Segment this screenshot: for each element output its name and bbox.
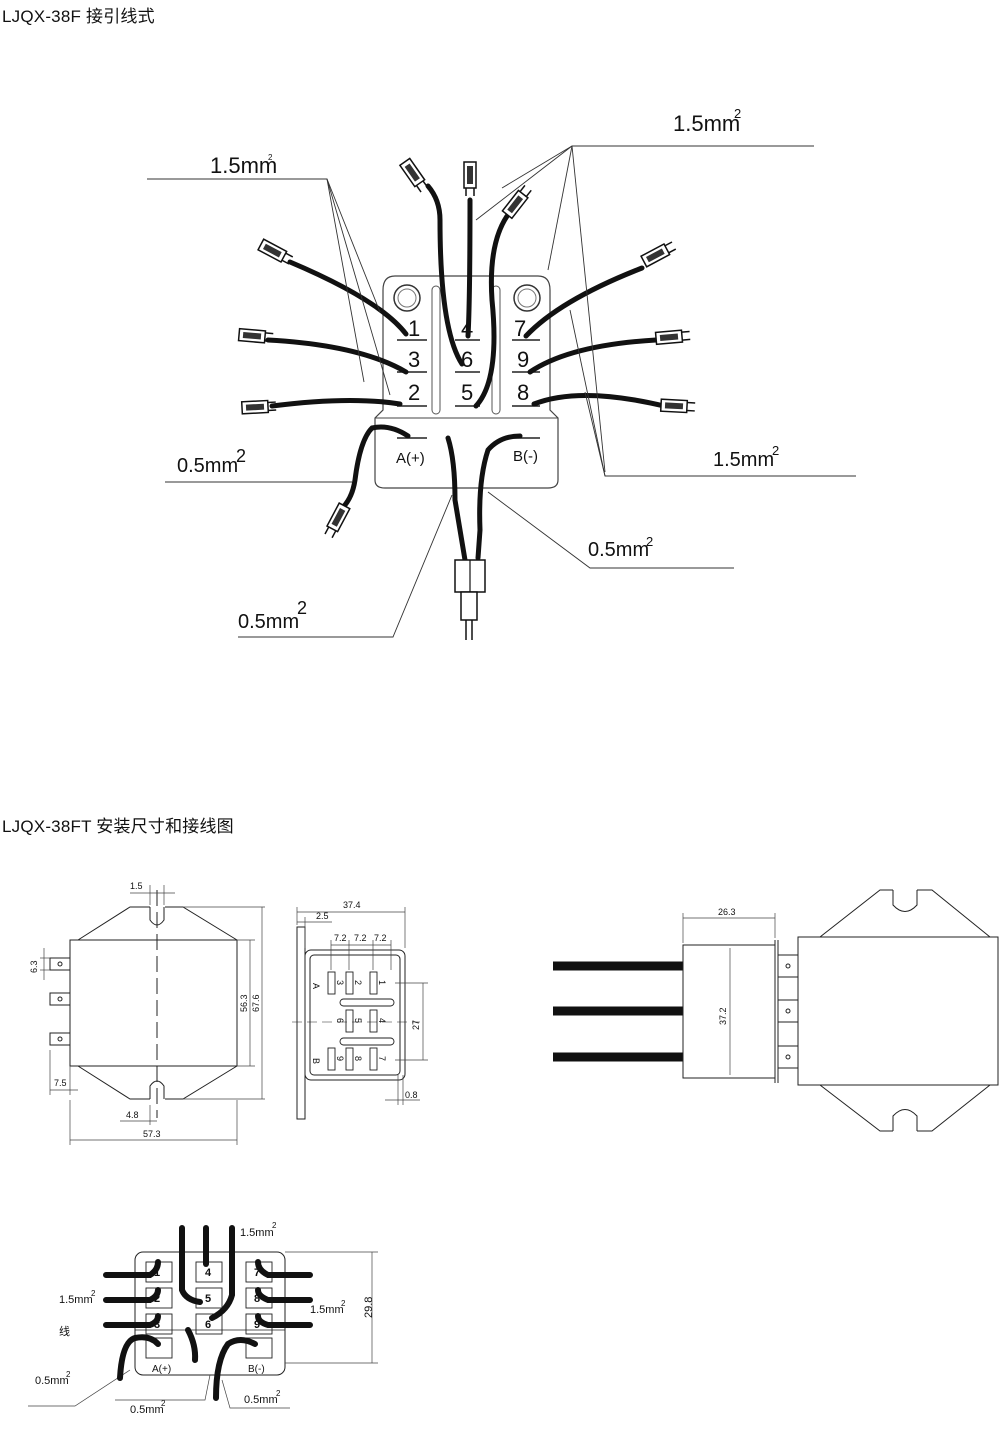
bw-terminal-9: 9: [254, 1319, 260, 1331]
label-bottomleft-0-5-sup: 2: [297, 598, 307, 618]
terminal-b-minus: B(-): [513, 448, 538, 465]
label-right-1-5: 1.5mm: [713, 449, 774, 471]
bw-label-top: 1.5mm: [240, 1227, 274, 1239]
top-wire-labels: 1.5mm 2 1.5mm 2 1.5mm 2 0.5mm 2 0.5mm 2 …: [177, 106, 779, 633]
label-left-1-5-sup: 2: [268, 153, 273, 162]
dim-plate: 2.5: [316, 911, 329, 921]
front-view: [40, 885, 265, 1145]
dim-tab: 0.8: [405, 1090, 418, 1100]
bw-label-right: 1.5mm: [310, 1304, 344, 1316]
bw-terminal-2: 2: [154, 1293, 160, 1305]
side-label-1: 1: [377, 980, 387, 985]
terminal-a-plus: A(+): [396, 450, 425, 467]
label-right-1-5-sup: 2: [772, 443, 779, 458]
bottom-terminal-labels: 1 4 7 2 5 8 3 6 9 A(+) B(-): [152, 1267, 265, 1375]
label-left-0-5-sup: 2: [236, 446, 246, 466]
dim-right-height: 37.2: [718, 1007, 728, 1025]
top-diagram-title: LJQX-38F 接引线式: [2, 7, 155, 26]
bw-terminal-6: 6: [205, 1319, 211, 1331]
bw-terminal-3: 3: [154, 1319, 160, 1331]
side-label-8: 8: [353, 1056, 363, 1061]
top-connectors: [237, 157, 697, 640]
terminal-6: 6: [461, 347, 473, 372]
bw-terminal-b: B(-): [248, 1364, 265, 1375]
side-label-b: B: [311, 1058, 321, 1064]
dim-width: 57.3: [143, 1129, 161, 1139]
dim-outer-height: 67.6: [251, 994, 261, 1012]
bw-terminal-4: 4: [205, 1267, 212, 1279]
dim-hole-offset: 4.8: [126, 1110, 139, 1120]
dim-pitch-2: 7.2: [354, 933, 367, 943]
terminal-8: 8: [517, 380, 529, 405]
bw-label-left-sup: 2: [91, 1289, 96, 1298]
side-label-2: 2: [353, 980, 363, 985]
dim-tab-offset: 6.3: [29, 960, 39, 973]
side-label-5: 5: [353, 1018, 363, 1023]
bw-label-top-sup: 2: [272, 1221, 277, 1230]
dim-slot: 1.5: [130, 881, 143, 891]
label-bottomleft-0-5: 0.5mm: [238, 611, 299, 633]
terminal-5: 5: [461, 380, 473, 405]
side-label-7: 7: [377, 1056, 387, 1061]
bw-terminal-5: 5: [205, 1293, 211, 1305]
bw-label-bottom-right: 0.5mm: [244, 1394, 278, 1406]
dim-pitch-1: 7.2: [334, 933, 347, 943]
top-wires: [265, 183, 667, 563]
dim-depth: 37.4: [343, 900, 361, 910]
bottom-diagram-title: LJQX-38FT 安装尺寸和接线图: [2, 817, 234, 836]
bottom-wires: [103, 1225, 313, 1401]
bw-label-bottom-right-sup: 2: [276, 1389, 281, 1398]
label-left-0-5: 0.5mm: [177, 455, 238, 477]
bw-label-bottom-left-sup: 2: [66, 1370, 71, 1379]
bw-label-bottom-mid-sup: 2: [161, 1399, 166, 1408]
terminal-3: 3: [408, 347, 420, 372]
terminal-7: 7: [514, 316, 526, 341]
bw-label-left: 1.5mm: [59, 1294, 93, 1306]
top-terminal-labels: 1 4 7 3 6 9 2 5 8 A(+) B(-): [396, 316, 538, 467]
side-label-9: 9: [335, 1056, 345, 1061]
bw-label-line: 线: [59, 1324, 70, 1338]
label-topright-1-5: 1.5mm: [673, 111, 740, 136]
bottom-wiring-body: [28, 1251, 378, 1409]
side-dimensions: 37.4 2.5 7.2 7.2 7.2 27 0.8 A 3 2 1 6 5 …: [311, 900, 421, 1100]
bw-label-bottom-left: 0.5mm: [35, 1375, 69, 1387]
label-left-1-5: 1.5mm: [210, 153, 277, 178]
bottom-labels: 29.8 1.5mm 2 1.5mm 2 1.5mm 2 线 0.5mm 2 0…: [35, 1221, 375, 1416]
dim-inner-height: 56.3: [239, 994, 249, 1012]
bw-label-right-sup: 2: [341, 1299, 346, 1308]
side-view: [292, 907, 428, 1120]
bw-dim-height: 29.8: [363, 1297, 375, 1318]
label-bottomright-0-5: 0.5mm: [588, 539, 649, 561]
label-topright-1-5-sup: 2: [734, 106, 741, 121]
dim-span: 27: [411, 1020, 421, 1030]
dim-bottom-offset: 7.5: [54, 1078, 67, 1088]
terminal-2: 2: [408, 380, 420, 405]
top-leader-lines: [147, 145, 856, 638]
right-view: [553, 889, 999, 1132]
dim-pitch-3: 7.2: [374, 933, 387, 943]
terminal-9: 9: [517, 347, 529, 372]
bw-terminal-7: 7: [254, 1267, 260, 1279]
bw-label-bottom-mid: 0.5mm: [130, 1404, 164, 1416]
front-dimensions: 1.5 6.3 56.3 67.6 7.5 4.8 57.3: [29, 881, 261, 1139]
side-label-6: 6: [335, 1018, 345, 1023]
side-label-4: 4: [377, 1018, 387, 1023]
right-dimensions: 26.3 37.2: [718, 907, 736, 1025]
bw-terminal-a: A(+): [152, 1364, 171, 1375]
bw-terminal-8: 8: [254, 1293, 260, 1305]
terminal-1: 1: [408, 316, 420, 341]
side-label-a: A: [311, 983, 321, 989]
bw-terminal-1: 1: [154, 1267, 160, 1279]
dim-right-depth: 26.3: [718, 907, 736, 917]
side-label-3: 3: [335, 980, 345, 985]
label-bottomright-0-5-sup: 2: [646, 534, 653, 549]
